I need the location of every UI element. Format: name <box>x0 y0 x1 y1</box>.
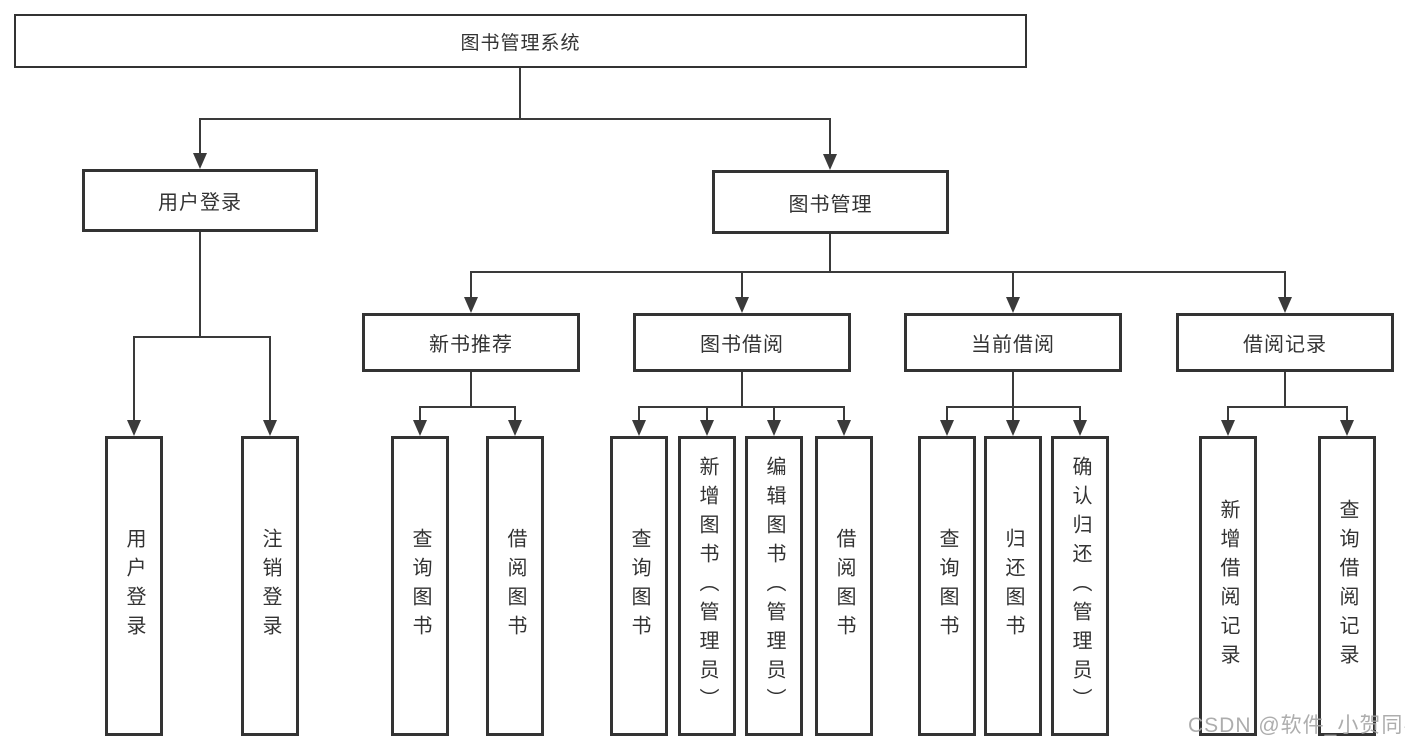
connector-line <box>419 406 421 420</box>
connector-line <box>470 271 1285 273</box>
connector-line <box>1346 406 1348 420</box>
leaf-current-confirm-return-admin-label: 确认归还（管理员） <box>1069 455 1091 717</box>
arrow-down-icon <box>1278 297 1292 313</box>
connector-line <box>1012 271 1014 297</box>
connector-line <box>199 118 201 153</box>
arrow-down-icon <box>1006 420 1020 436</box>
leaf-borrowing-add-books-admin: 新增图书（管理员） <box>678 436 736 736</box>
connector-line <box>470 372 472 407</box>
node-new-book-recommend: 新书推荐 <box>362 313 580 372</box>
arrow-down-icon <box>1340 420 1354 436</box>
connector-line <box>514 406 516 420</box>
connector-line <box>741 372 743 407</box>
arrow-down-icon <box>767 420 781 436</box>
connector-line <box>1284 372 1286 407</box>
leaf-records-add-record: 新增借阅记录 <box>1199 436 1257 736</box>
node-new-book-recommend-label: 新书推荐 <box>429 334 513 356</box>
connector-line <box>133 336 135 420</box>
connector-line <box>1012 406 1014 420</box>
node-library-system: 图书管理系统 <box>14 14 1027 68</box>
leaf-records-add-record-label: 新增借阅记录 <box>1217 499 1239 673</box>
leaf-borrowing-add-books-admin-label: 新增图书（管理员） <box>696 455 718 717</box>
connector-line <box>519 68 521 120</box>
arrow-down-icon <box>193 153 207 169</box>
leaf-borrowing-query-books: 查询图书 <box>610 436 668 736</box>
connector-line <box>1227 406 1229 420</box>
csdn-watermark: CSDN @软件_小贺同学 <box>1188 714 1405 737</box>
arrow-down-icon <box>127 420 141 436</box>
node-user-login-label: 用户登录 <box>158 192 242 214</box>
arrow-down-icon <box>1073 420 1087 436</box>
node-book-management-label: 图书管理 <box>788 193 873 216</box>
node-library-system-label: 图书管理系统 <box>460 32 581 54</box>
node-current-borrowing: 当前借阅 <box>904 313 1122 372</box>
connector-line <box>419 406 516 408</box>
connector-line <box>638 406 640 420</box>
connector-line <box>843 406 845 420</box>
leaf-user-login-label: 用户登录 <box>123 528 145 644</box>
leaf-current-return-books: 归还图书 <box>984 436 1042 736</box>
leaf-newbook-borrow-books-label: 借阅图书 <box>504 528 526 644</box>
connector-line <box>199 232 201 337</box>
arrow-down-icon <box>413 420 427 436</box>
leaf-borrowing-query-books-label: 查询图书 <box>628 528 650 644</box>
node-borrowing-records-label: 借阅记录 <box>1243 334 1327 356</box>
leaf-newbook-borrow-books: 借阅图书 <box>486 436 544 736</box>
arrow-down-icon <box>263 420 277 436</box>
leaf-newbook-query-books: 查询图书 <box>391 436 449 736</box>
connector-line <box>1284 271 1286 297</box>
connector-line <box>1079 406 1081 420</box>
connector-line <box>133 336 271 338</box>
connector-line <box>706 406 708 420</box>
connector-line <box>829 118 831 154</box>
node-book-management: 图书管理 <box>712 170 949 234</box>
leaf-logout-label: 注销登录 <box>259 528 281 644</box>
node-book-borrowing: 图书借阅 <box>633 313 851 372</box>
arrow-down-icon <box>1221 420 1235 436</box>
leaf-newbook-query-books-label: 查询图书 <box>409 528 431 644</box>
arrow-down-icon <box>735 297 749 313</box>
connector-line <box>741 271 743 297</box>
leaf-current-confirm-return-admin: 确认归还（管理员） <box>1051 436 1109 736</box>
arrow-down-icon <box>823 154 837 170</box>
arrow-down-icon <box>700 420 714 436</box>
connector-line <box>199 118 831 120</box>
connector-line <box>269 336 271 420</box>
arrow-down-icon <box>1006 297 1020 313</box>
arrow-down-icon <box>632 420 646 436</box>
leaf-borrowing-edit-books-admin: 编辑图书（管理员） <box>745 436 803 736</box>
connector-line <box>829 234 831 272</box>
node-borrowing-records: 借阅记录 <box>1176 313 1394 372</box>
leaf-borrowing-borrow-books: 借阅图书 <box>815 436 873 736</box>
connector-line <box>946 406 948 420</box>
node-current-borrowing-label: 当前借阅 <box>971 334 1055 356</box>
connector-line <box>470 271 472 297</box>
leaf-borrowing-borrow-books-label: 借阅图书 <box>833 528 855 644</box>
arrow-down-icon <box>837 420 851 436</box>
arrow-down-icon <box>508 420 522 436</box>
leaf-records-query-record-label: 查询借阅记录 <box>1336 499 1358 673</box>
node-user-login: 用户登录 <box>82 169 318 232</box>
arrow-down-icon <box>940 420 954 436</box>
leaf-user-login: 用户登录 <box>105 436 163 736</box>
connector-line <box>638 406 845 408</box>
connector-line <box>773 406 775 420</box>
leaf-borrowing-edit-books-admin-label: 编辑图书（管理员） <box>763 455 785 717</box>
leaf-current-return-books-label: 归还图书 <box>1002 528 1024 644</box>
leaf-current-query-books-label: 查询图书 <box>936 528 958 644</box>
leaf-records-query-record: 查询借阅记录 <box>1318 436 1376 736</box>
arrow-down-icon <box>464 297 478 313</box>
leaf-logout: 注销登录 <box>241 436 299 736</box>
connector-line <box>1012 372 1014 407</box>
leaf-current-query-books: 查询图书 <box>918 436 976 736</box>
connector-line <box>1227 406 1348 408</box>
node-book-borrowing-label: 图书借阅 <box>700 334 784 356</box>
